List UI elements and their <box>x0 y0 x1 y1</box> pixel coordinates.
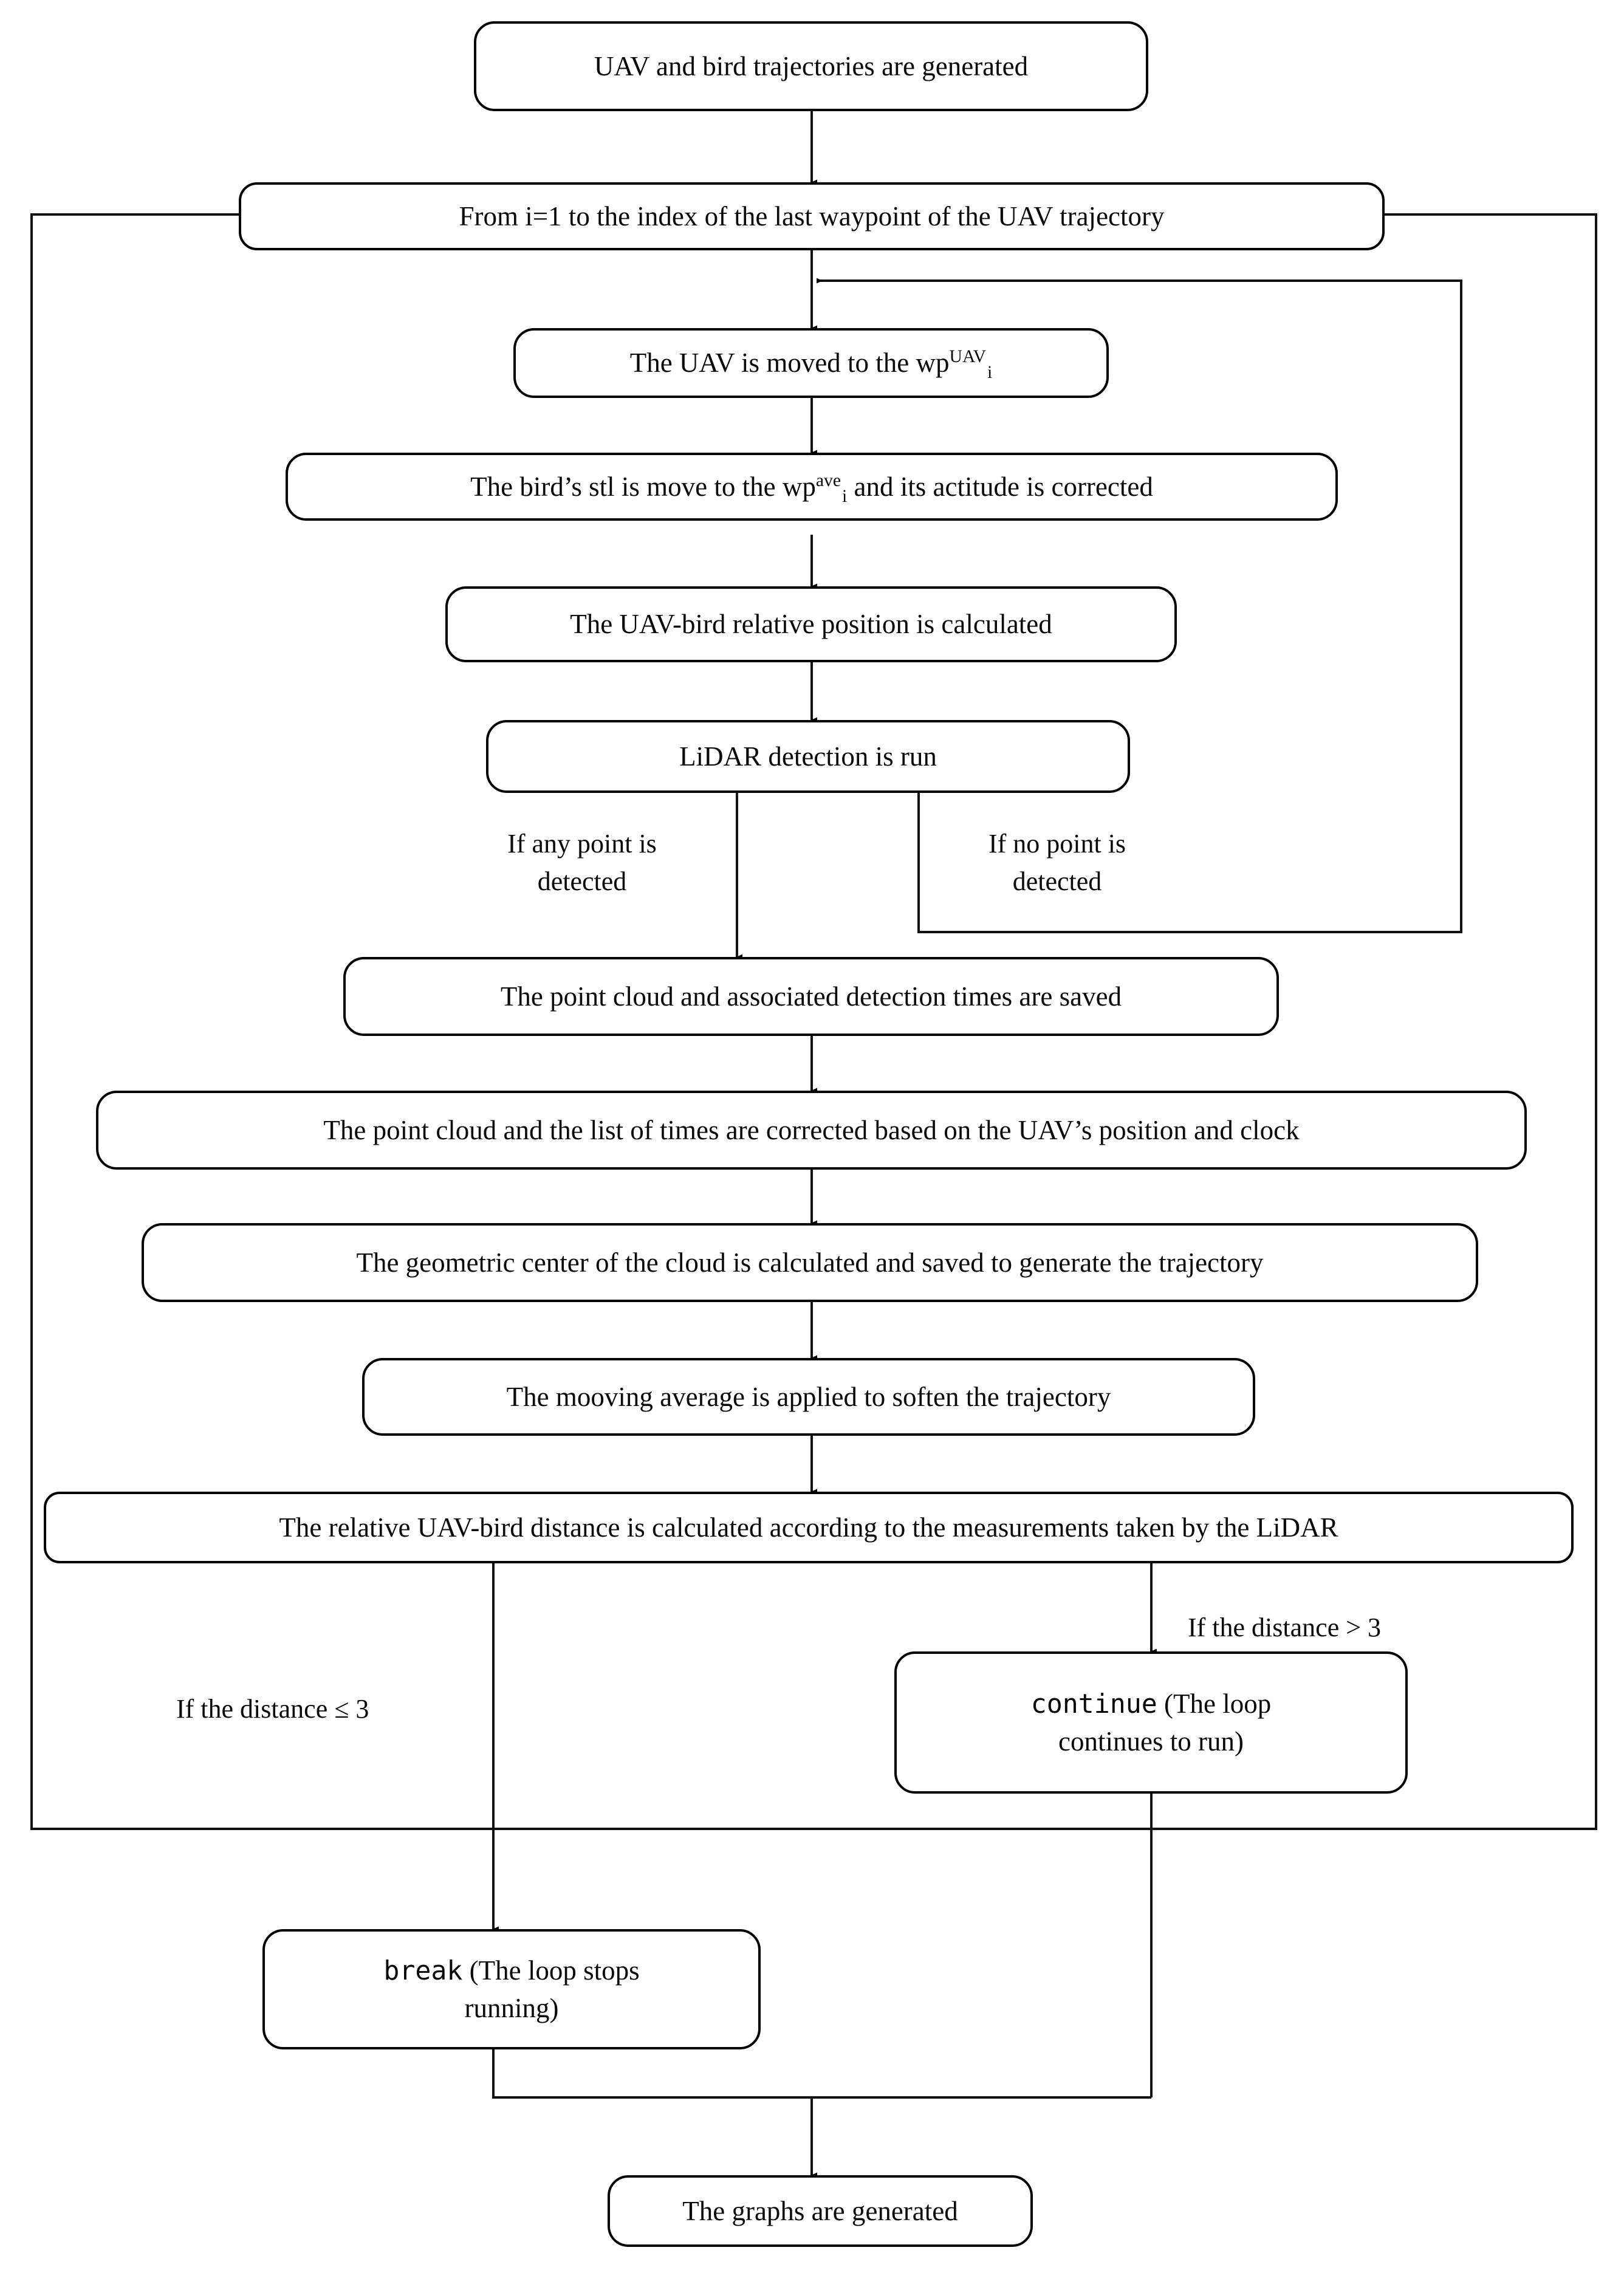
node-moving-average-label: The mooving average is applied to soften… <box>506 1381 1111 1412</box>
node-move-uav-label: The UAV is moved to the wpUAVi <box>630 344 993 382</box>
node-loop-header[interactable]: From i=1 to the index of the last waypoi… <box>239 182 1385 250</box>
node-move-uav[interactable]: The UAV is moved to the wpUAVi <box>513 328 1109 398</box>
node-continue-rest: (The loop continues to run) <box>1058 1688 1272 1757</box>
node-move-bird[interactable]: The bird’s stl is move to the wpavei and… <box>286 453 1338 521</box>
edge-label-distance-le: If the distance ≤ 3 <box>176 1694 369 1724</box>
node-continue-keyword: continue <box>1030 1689 1157 1720</box>
node-correct-cloud[interactable]: The point cloud and the list of times ar… <box>96 1091 1527 1170</box>
edge-label-no-point: If no point is detected <box>988 829 1126 897</box>
node-save-cloud[interactable]: The point cloud and associated detection… <box>343 957 1279 1036</box>
node-geometric-center-label: The geometric center of the cloud is cal… <box>356 1247 1264 1278</box>
node-move-bird-prefix: The bird’s stl is move to the wp <box>470 471 816 502</box>
node-continue[interactable]: continue (The loop continues to run) <box>894 1651 1408 1794</box>
node-break-rest: (The loop stops running) <box>464 1955 640 2024</box>
node-relative-position[interactable]: The UAV-bird relative position is calcul… <box>445 586 1177 662</box>
edge-label-any-point: If any point is detected <box>507 829 657 897</box>
node-lidar[interactable]: LiDAR detection is run <box>486 720 1130 793</box>
node-relative-distance-label: The relative UAV-bird distance is calcul… <box>279 1512 1338 1543</box>
edge-label-distance-gt: If the distance > 3 <box>1188 1613 1382 1642</box>
node-end[interactable]: The graphs are generated <box>608 2175 1033 2247</box>
node-move-uav-sup: UAV <box>949 347 987 367</box>
edge-no-point-loopback <box>817 278 1462 933</box>
node-move-bird-label: The bird’s stl is move to the wpavei and… <box>470 468 1153 506</box>
node-loop-header-label: From i=1 to the index of the last waypoi… <box>459 201 1165 231</box>
node-move-bird-sup: ave <box>815 470 841 490</box>
node-relative-distance[interactable]: The relative UAV-bird distance is calcul… <box>44 1492 1574 1563</box>
node-lidar-label: LiDAR detection is run <box>679 741 937 772</box>
node-move-bird-suffix: and its actitude is corrected <box>847 471 1153 502</box>
node-move-bird-sub: i <box>842 486 848 506</box>
node-start-label: UAV and bird trajectories are generated <box>594 50 1029 81</box>
node-save-cloud-label: The point cloud and associated detection… <box>500 981 1122 1012</box>
node-moving-average[interactable]: The mooving average is applied to soften… <box>362 1358 1255 1436</box>
node-break[interactable]: break (The loop stops running) <box>262 1929 761 2049</box>
node-correct-cloud-label: The point cloud and the list of times ar… <box>323 1114 1300 1145</box>
edge-break-merge <box>492 2049 1151 2099</box>
loop-frame <box>30 213 1597 1830</box>
node-end-label: The graphs are generated <box>682 2195 958 2226</box>
node-move-uav-prefix: The UAV is moved to the wp <box>629 348 950 379</box>
node-move-uav-sub: i <box>987 363 993 383</box>
node-start[interactable]: UAV and bird trajectories are generated <box>474 21 1148 111</box>
node-geometric-center[interactable]: The geometric center of the cloud is cal… <box>142 1223 1478 1302</box>
node-break-label: break (The loop stops running) <box>383 1952 639 2028</box>
node-continue-label: continue (The loop continues to run) <box>1031 1685 1271 1761</box>
node-relative-position-label: The UAV-bird relative position is calcul… <box>570 609 1052 640</box>
node-break-keyword: break <box>383 1955 463 1986</box>
